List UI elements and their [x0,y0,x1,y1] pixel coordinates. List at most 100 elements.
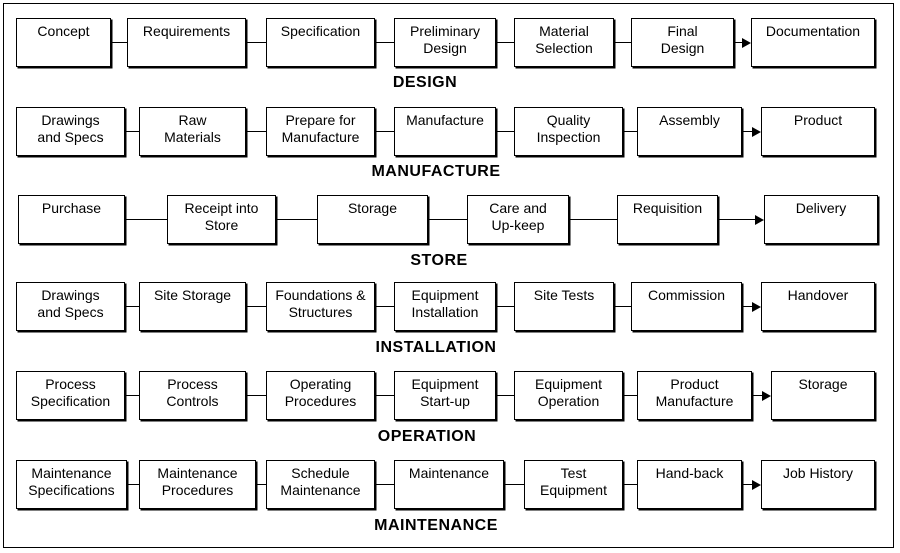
operation-step-label: Equipment [411,376,479,392]
arrowhead-icon [755,214,764,225]
arrowhead-icon [752,479,761,490]
maintenance-step-box: Job History [761,460,875,509]
design-step-box: Documentation [751,18,875,67]
maintenance-step-label: Maintenance [408,465,490,481]
manufacture-step-label: Materials [164,129,221,145]
operation-step-label: Equipment [535,376,602,392]
operation-step-label: Process [167,376,218,392]
design-step-label: Requirements [142,23,231,39]
design-connector [246,41,266,43]
design-step-label: Material [539,23,589,39]
store-connector [569,218,617,220]
operation-connector [496,394,514,396]
design-connector [496,41,514,43]
operation-step-label: Manufacture [655,393,734,409]
design-step-label: Final [667,23,698,39]
design-arrow-line [734,41,742,43]
installation-step-label: Structures [288,304,353,320]
operation-step-box: Storage [771,371,875,420]
installation-step-label: Handover [787,287,849,303]
diagram-frame [3,3,894,548]
manufacture-connector [246,130,266,132]
manufacture-step-box: Product [761,107,875,156]
maintenance-arrow-line [742,483,752,485]
manufacture-connector [623,130,637,132]
manufacture-step-label: Assembly [659,112,720,128]
operation-step-label: Specification [30,393,111,409]
manufacture-step-label: Manufacture [406,112,484,128]
manufacture-step-label: Product [793,112,843,128]
maintenance-connector [127,483,139,485]
installation-step-label: and Specs [37,304,104,320]
operation-connector [623,394,637,396]
installation-step-box: Site Storage [139,282,246,331]
operation-arrow-line [752,394,762,396]
maintenance-step-label: Job History [782,465,854,481]
design-step-box: Specification [266,18,375,67]
design-step-label: Design [660,40,705,56]
manufacture-connector [125,130,139,132]
maintenance-step-label: Equipment [540,482,607,498]
maintenance-step-label: Maintenance [31,465,112,481]
design-step-label: Selection [535,40,593,56]
design-connector [614,41,631,43]
installation-step-label: Drawings [41,287,100,303]
maintenance-step-label: Hand-back [655,465,724,481]
manufacture-step-label: Drawings [41,112,100,128]
store-step-label: Care and [489,200,547,216]
manufacture-section-title: MANUFACTURE [371,163,501,180]
maintenance-connector [623,483,637,485]
operation-step-label: Start-up [420,393,470,409]
maintenance-step-label: Maintenance [157,465,238,481]
design-step-label: Documentation [765,23,861,39]
store-step-label: Purchase [41,200,102,216]
store-step-box: Storage [317,195,428,244]
store-step-box: Delivery [764,195,878,244]
operation-connector [375,394,394,396]
installation-step-box: Site Tests [514,282,614,331]
installation-step-box: Foundations &Structures [266,282,375,331]
store-step-label: Requisition [632,200,703,216]
manufacture-step-box: Manufacture [394,107,496,156]
maintenance-step-box: Maintenance [394,460,504,509]
manufacture-step-label: Prepare for [285,112,356,128]
arrowhead-icon [752,301,761,312]
store-step-label: Receipt into [184,200,259,216]
design-step-label: Design [423,40,467,56]
operation-connector [125,394,139,396]
installation-step-label: Foundations & [275,287,366,303]
installation-step-label: Commission [647,287,725,303]
operation-connector [246,394,266,396]
store-section-title: STORE [410,252,468,269]
manufacture-step-label: Manufacture [281,129,360,145]
manufacture-step-label: Inspection [536,129,601,145]
manufacture-arrow-line [742,130,752,132]
installation-connector [496,305,514,307]
manufacture-connector [496,130,514,132]
installation-step-label: Site Tests [533,287,595,303]
store-step-label: Up-keep [491,217,545,233]
installation-connector [375,305,394,307]
arrowhead-icon [762,390,771,401]
installation-step-box: Commission [631,282,742,331]
store-step-label: Store [204,217,239,233]
maintenance-step-label: Maintenance [280,482,361,498]
operation-step-label: Operating [289,376,352,392]
manufacture-step-box: Assembly [637,107,742,156]
installation-step-label: Installation [411,304,479,320]
maintenance-step-label: Schedule [291,465,350,481]
